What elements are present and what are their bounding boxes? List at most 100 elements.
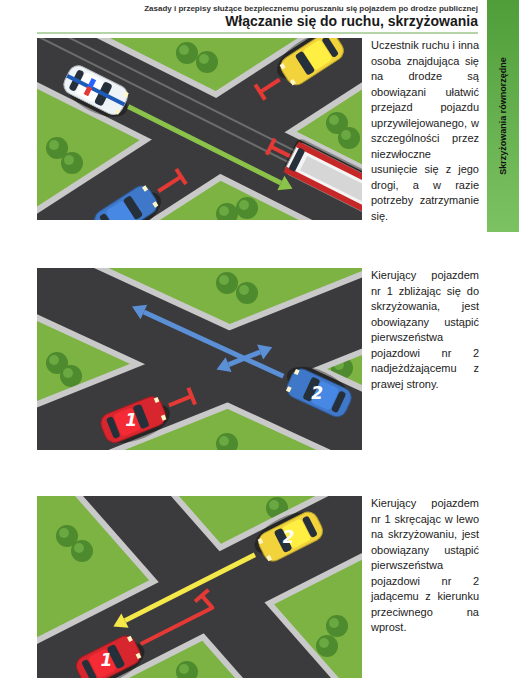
car-headlight (161, 415, 167, 421)
sidewalk (37, 38, 362, 220)
car-body (277, 38, 347, 89)
police-light (84, 86, 93, 96)
car-headlight (136, 653, 142, 659)
tram-window (288, 147, 305, 172)
car-headlight (290, 79, 296, 85)
car-headlight (258, 538, 264, 544)
intersection-scene (37, 268, 362, 450)
bush-light (74, 543, 84, 553)
bush (61, 152, 83, 174)
rule-text: Kierujący pojazdem nr 1 skręcając w lewo… (371, 496, 479, 636)
road (37, 268, 362, 450)
tab-label: Skrzyżowania równorzędne (498, 57, 509, 175)
car (58, 62, 136, 125)
bush (196, 51, 218, 73)
car-headlight (123, 91, 129, 97)
car (279, 358, 357, 420)
car-body (98, 394, 169, 446)
car-headlight (154, 397, 160, 403)
car-rear-window (302, 515, 318, 538)
tram-roof (300, 156, 362, 204)
tram-track (37, 38, 362, 220)
bush-light (63, 368, 73, 378)
intersection-scene (37, 38, 362, 220)
stop-bar (176, 169, 186, 184)
car-headlight (152, 201, 158, 207)
bush-light (219, 436, 229, 446)
car-headlight (280, 63, 286, 69)
stop-bar (195, 590, 209, 602)
arrow-head (113, 614, 128, 628)
car-rear-window (331, 390, 347, 413)
bush-light (64, 155, 74, 165)
stop-arrow (158, 177, 181, 192)
car-headlight (142, 185, 148, 191)
car (270, 38, 347, 91)
header-rule (37, 33, 478, 34)
bush (216, 433, 238, 450)
move-arrow (128, 106, 281, 183)
bush (176, 42, 198, 64)
car (73, 630, 151, 678)
car-headlight (114, 108, 120, 114)
car-body (255, 509, 326, 565)
car-headlight (127, 636, 133, 642)
car-rear-window (81, 659, 97, 678)
car-body (91, 182, 161, 220)
car-rear-window (99, 213, 117, 220)
car-windshield (295, 51, 316, 76)
callout-number: 1 (96, 649, 116, 671)
callout-number: 2 (279, 526, 299, 548)
page-header: Zasady i przepisy służące bezpiecznemu p… (120, 3, 478, 14)
stop-arrow (141, 596, 213, 644)
bush (236, 282, 258, 304)
bush-light (319, 638, 329, 648)
bush-light (179, 664, 189, 674)
rule-text: Uczestnik ruchu i inna osoba znajdująca … (371, 38, 479, 224)
tram (282, 137, 362, 217)
bush-light (219, 275, 229, 285)
rule-text: Kierujący pojazdem nr 1 zbliżając się do… (371, 268, 479, 392)
arrow-head (277, 176, 292, 190)
car-windshield (123, 195, 144, 220)
move-arrow (144, 312, 284, 376)
police-stripe (66, 74, 125, 106)
arrow-head (257, 345, 272, 360)
car-body (284, 366, 355, 420)
bush (60, 365, 82, 387)
tram-track (37, 38, 362, 220)
bush-light (239, 200, 249, 210)
callout-number: 2 (307, 382, 327, 404)
car (248, 503, 326, 566)
stop-bar (255, 85, 265, 100)
bush (71, 540, 93, 562)
move-arrow (125, 555, 255, 621)
tram-body (283, 142, 362, 217)
bush (216, 272, 238, 294)
car-body (73, 633, 144, 678)
car (98, 392, 175, 450)
bush-light (239, 285, 249, 295)
bush-light (59, 528, 69, 538)
bush-light (49, 355, 59, 365)
car-headlight (286, 386, 292, 392)
car-rear-window (106, 416, 121, 439)
car-headlight (266, 555, 272, 561)
road (37, 38, 362, 220)
bush-light (341, 130, 351, 140)
road (49, 496, 362, 678)
stop-arrow (271, 147, 291, 157)
stop-bar (267, 139, 275, 155)
car-body (60, 62, 131, 118)
arrow-head (132, 305, 147, 320)
car-headlight (294, 369, 300, 375)
stop-arrow (169, 396, 192, 405)
bush-light (219, 206, 229, 216)
bush (236, 197, 258, 219)
bush (338, 127, 360, 149)
move-arrow (244, 352, 260, 358)
page-title: Włączanie się do ruchu, skrzyżowania (120, 13, 478, 30)
move-arrow (229, 358, 245, 364)
intersection-scene (37, 496, 362, 678)
arrow-head (217, 357, 232, 372)
